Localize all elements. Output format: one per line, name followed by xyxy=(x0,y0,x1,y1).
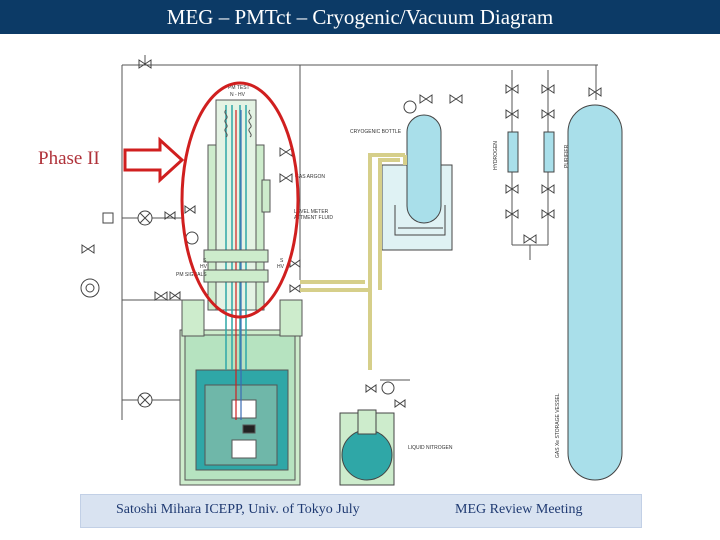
pm-test-label: PM TEST xyxy=(228,85,250,91)
gas-argon-label: GAS ARGON xyxy=(295,174,325,180)
phase-label: Phase II xyxy=(38,148,100,169)
level-meter-label: LEVEL METER xyxy=(294,209,329,215)
hv-label-1: HV xyxy=(200,264,208,270)
s-label-1: S xyxy=(203,258,207,264)
storage-vessel-label: GAS Xe STORAGE VESSEL xyxy=(555,393,561,458)
s-label-2: S xyxy=(280,258,284,264)
footer-meeting: MEG Review Meeting xyxy=(455,502,583,517)
purifier-columns xyxy=(507,131,555,173)
title-bar xyxy=(0,0,720,34)
footer-bar xyxy=(80,494,642,528)
n-hv-label: N - HV xyxy=(230,92,246,98)
transfer-lines xyxy=(300,153,407,370)
hydrogen-label: HYDROGEN xyxy=(493,141,499,170)
pm-signals-label: PM SIGNALS xyxy=(176,272,207,278)
valves xyxy=(81,59,602,408)
pmt-insert xyxy=(203,99,269,420)
main-cryostat xyxy=(179,329,301,486)
side-fittings xyxy=(181,179,303,337)
cryogenic-bottle-label: CRYOGENIC BOTTLE xyxy=(350,129,402,135)
phase-ii-arrow-icon xyxy=(123,136,185,184)
attachment-fluid-label: ATTMENT FLUID xyxy=(294,215,333,221)
purifier-label: PURIFIER xyxy=(564,144,570,168)
slide-title: MEG – PMTct – Cryogenic/Vacuum Diagram xyxy=(166,5,554,29)
hv-label-2: HV xyxy=(277,264,285,270)
xe-storage-vessel xyxy=(567,104,623,481)
liquid-nitrogen-dewar xyxy=(339,409,395,486)
liquid-nitrogen-label: LIQUID NITROGEN xyxy=(408,445,453,451)
gauges xyxy=(80,100,417,408)
phase-ii-highlight-ellipse xyxy=(180,81,300,319)
cryogenic-bottle xyxy=(381,114,453,251)
footer-author: Satoshi Mihara ICEPP, Univ. of Tokyo Jul… xyxy=(116,502,360,517)
